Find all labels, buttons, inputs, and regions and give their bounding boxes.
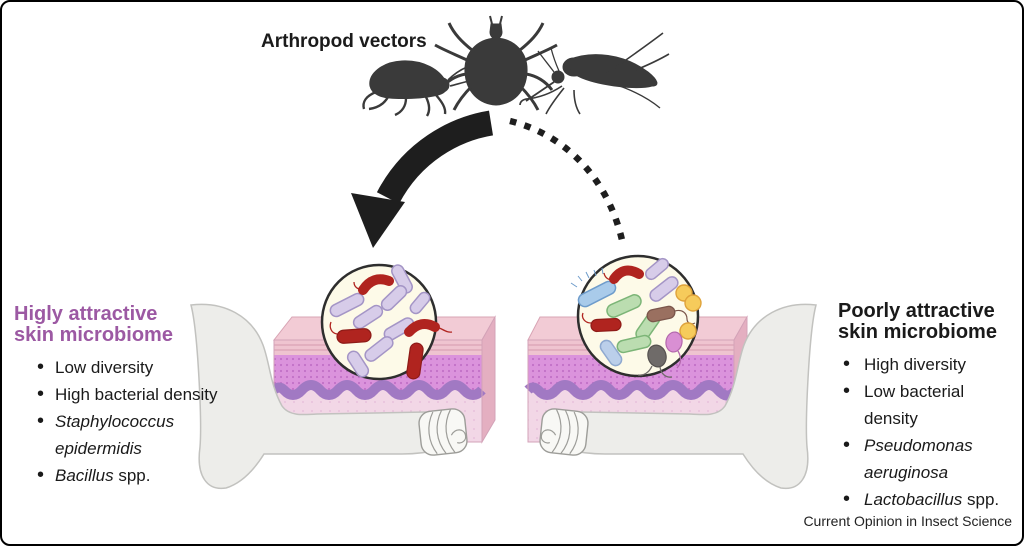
right-arm [539,303,817,490]
journal-credit: Current Opinion in Insect Science [803,513,1012,529]
bacteria-yellow-cocci [675,284,702,340]
right-fist [539,408,589,456]
right-bullet-list: High diversity Low bacterial density Pse… [838,351,1018,513]
figure-title: Arthropod vectors [261,31,427,52]
bacteria-lavender-rods [645,257,679,302]
list-item: High bacterial density [14,381,219,408]
left-heading-line1: Higly attractive [14,303,158,325]
tick-icon [434,15,558,111]
list-item: Low diversity [14,354,219,381]
left-arm [190,303,468,490]
left-panel-heading: Higly attractive skin microbiome [14,304,219,346]
right-panel: Poorly attractive skin microbiome High d… [838,301,1018,514]
bacteria-blue-rod [570,267,617,308]
list-item: High diversity [838,351,1018,378]
left-heading-line2: skin microbiome [14,324,173,346]
right-heading-line1: Poorly attractive [838,300,995,322]
left-microbiome-circle [320,263,453,381]
dotted-curved-arrow [509,117,626,241]
bacteria-pink-flagellate [665,331,683,369]
list-item: Staphylococcus epidermidis [14,408,219,462]
solid-curved-arrow [351,110,494,248]
bacteria-gray-flagellate [637,344,673,378]
bacteria-lightblue-rod [599,339,623,367]
mosquito-icon [519,32,670,115]
left-panel: Higly attractive skin microbiome Low div… [14,304,219,490]
left-fist [418,408,468,456]
flea-icon [362,60,471,117]
right-panel-heading: Poorly attractive skin microbiome [838,301,1018,343]
bacteria-lavender-rods [329,264,431,378]
list-item: Low bacterial density [838,378,1018,432]
right-heading-line2: skin microbiome [838,321,997,343]
bacteria-red-rods [329,274,453,380]
list-item: Lactobacillus spp. [838,486,1018,513]
left-bullet-list: Low diversity High bacterial density Sta… [14,354,219,489]
bacteria-red-rods [581,265,644,333]
list-item: Pseudomonas aeruginosa [838,432,1018,486]
list-item: Bacillus spp. [14,462,219,489]
right-microbiome-circle [570,254,702,378]
